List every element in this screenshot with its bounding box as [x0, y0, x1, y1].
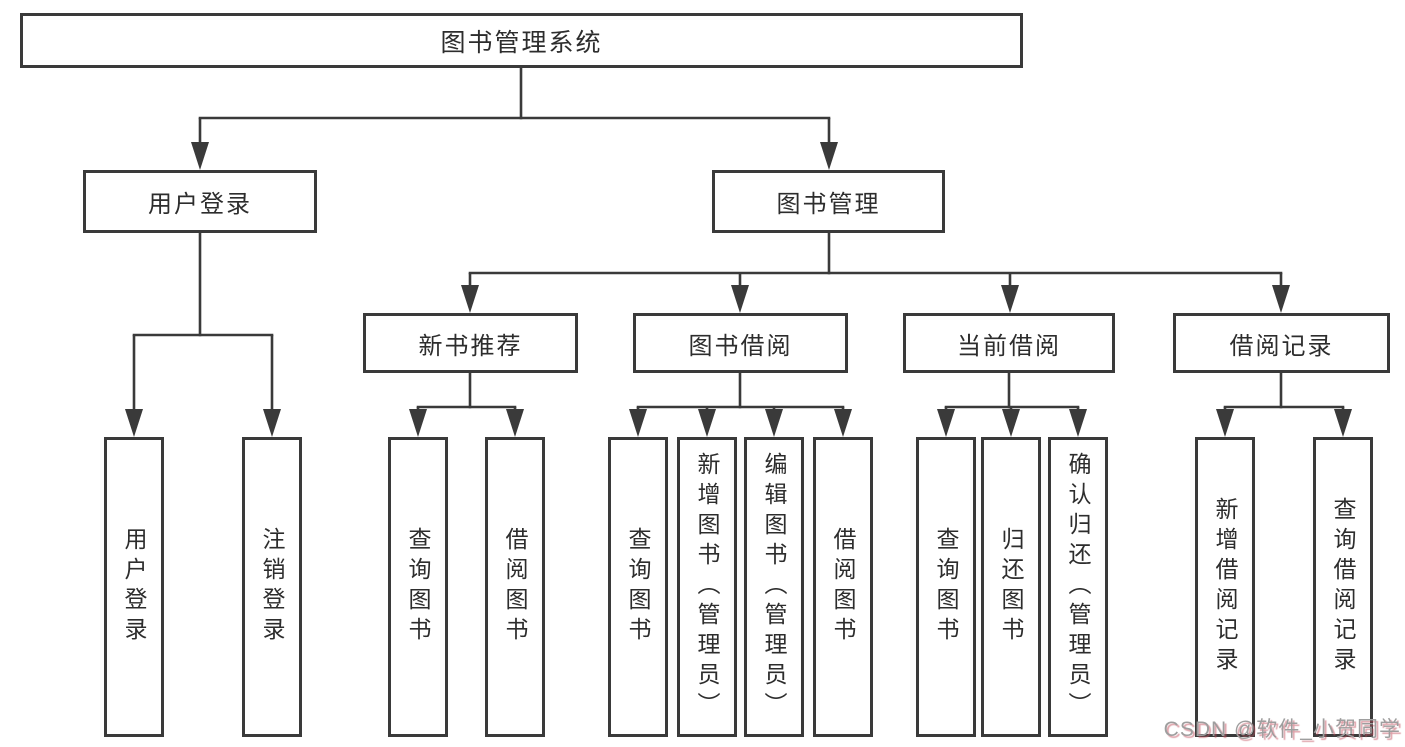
- leaf-add-book-admin: 新增图书（管理员）: [677, 437, 737, 737]
- connector-group: [125, 68, 1352, 437]
- node-new-book-recommend: 新书推荐: [363, 313, 578, 373]
- node-book-borrowing: 图书借阅: [633, 313, 848, 373]
- leaf-add-borrow-record: 新增借阅记录: [1195, 437, 1255, 737]
- leaf-query-books-borrowing: 查询图书: [608, 437, 668, 737]
- leaf-edit-book-admin: 编辑图书（管理员）: [744, 437, 804, 737]
- leaf-query-books-current: 查询图书: [916, 437, 976, 737]
- leaf-confirm-return-admin: 确认归还（管理员）: [1048, 437, 1108, 737]
- node-root-library-system: 图书管理系统: [20, 13, 1023, 68]
- node-current-borrowing: 当前借阅: [903, 313, 1115, 373]
- leaf-logout: 注销登录: [242, 437, 302, 737]
- node-borrowing-records: 借阅记录: [1173, 313, 1390, 373]
- leaf-return-book: 归还图书: [981, 437, 1041, 737]
- leaf-query-books-recommend: 查询图书: [388, 437, 448, 737]
- leaf-query-borrow-record: 查询借阅记录: [1313, 437, 1373, 737]
- leaf-borrow-book-recommend: 借阅图书: [485, 437, 545, 737]
- leaf-borrow-book-borrowing: 借阅图书: [813, 437, 873, 737]
- leaf-user-login: 用户登录: [104, 437, 164, 737]
- node-book-management: 图书管理: [712, 170, 945, 233]
- node-user-login: 用户登录: [83, 170, 317, 233]
- csdn-watermark: CSDN @软件_小贺同学: [1163, 718, 1401, 741]
